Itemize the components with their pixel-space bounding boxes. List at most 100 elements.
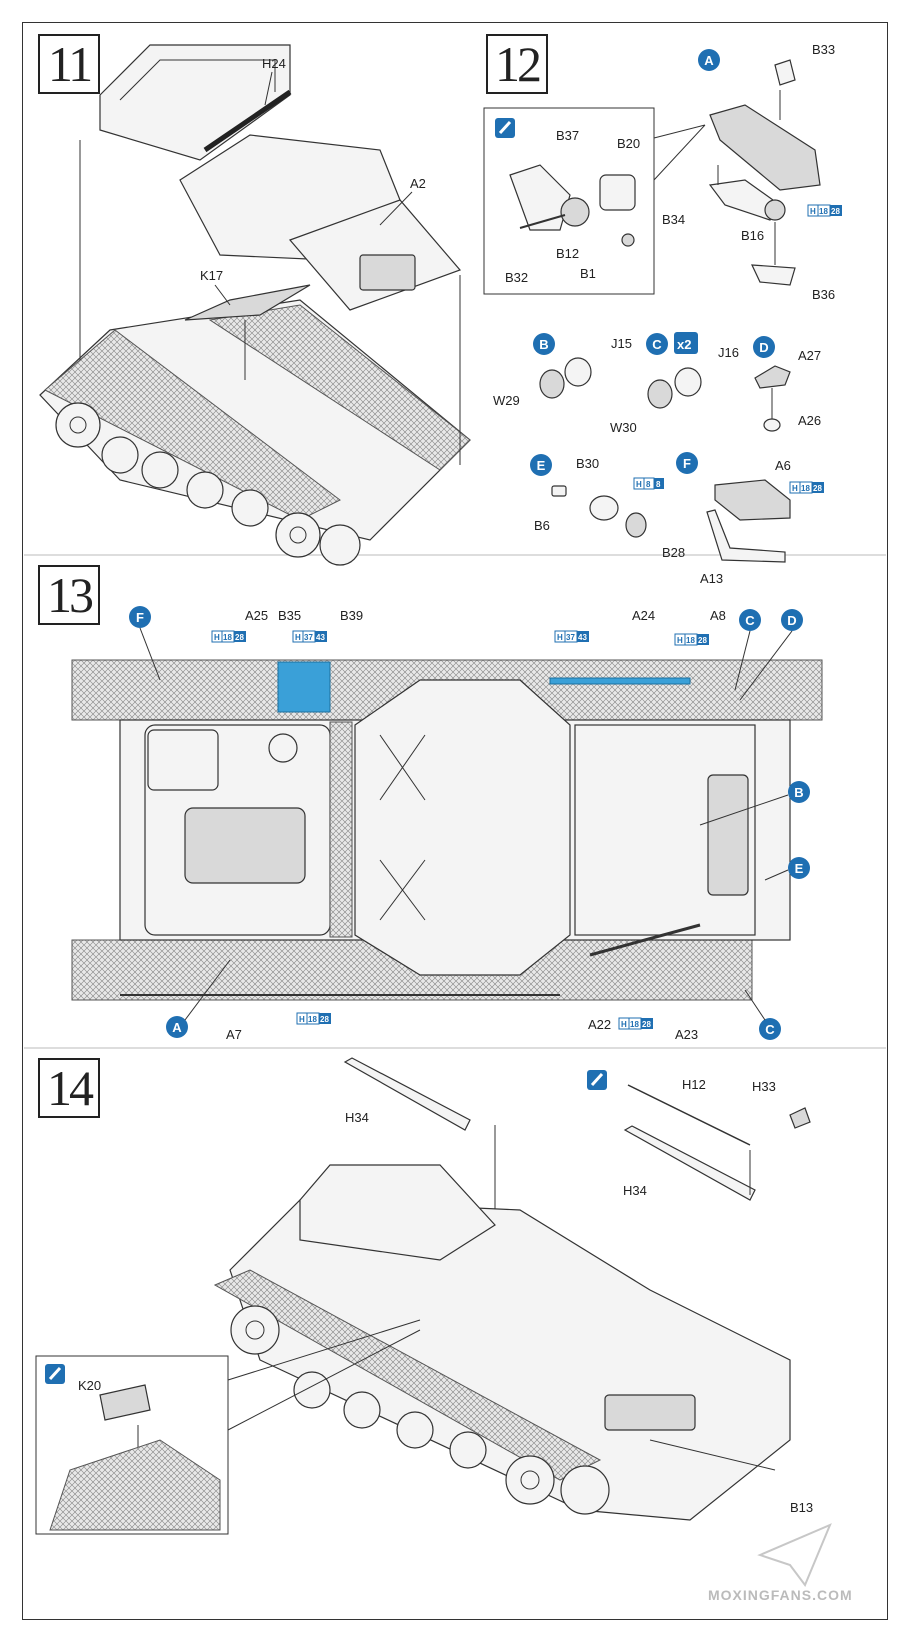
diagram-text: D bbox=[787, 613, 796, 628]
step-14-diagram: H34 H12 H33 H34 K20 B13 bbox=[35, 1057, 813, 1535]
diagram-shape bbox=[654, 478, 664, 489]
diagram-shape bbox=[812, 482, 824, 493]
diagram-text: 8 bbox=[646, 480, 651, 489]
diagram-shape bbox=[69, 416, 87, 434]
diagram-shape bbox=[275, 512, 321, 558]
diagram-shape bbox=[379, 734, 426, 921]
part-b12 bbox=[519, 214, 566, 229]
part-h33 bbox=[789, 1107, 811, 1129]
diagram-text: C bbox=[765, 1022, 775, 1037]
diagram-text: H bbox=[810, 207, 816, 216]
part-b1 bbox=[621, 233, 635, 247]
part-j16 bbox=[674, 367, 702, 397]
label-a24: A24 bbox=[632, 608, 655, 623]
badge-e bbox=[788, 857, 810, 879]
step-11-diagram: H24 A2 K17 bbox=[39, 44, 471, 566]
label-a2: A2 bbox=[410, 176, 426, 191]
label-k17: K17 bbox=[200, 268, 223, 283]
diagram-shape bbox=[577, 631, 589, 642]
diagram-text: 18 bbox=[223, 633, 232, 642]
part-b36 bbox=[751, 264, 796, 286]
label-b6: B6 bbox=[534, 518, 550, 533]
subassembly-f: F A6 A13 H 18 28 bbox=[676, 452, 824, 586]
paint-code-chip: H 18 28 bbox=[674, 633, 709, 646]
diagram-text: H bbox=[636, 480, 642, 489]
diagram-shape bbox=[697, 634, 709, 645]
diagram-shape bbox=[449, 1431, 487, 1469]
diagram-text: 28 bbox=[831, 207, 840, 216]
label-b33: B33 bbox=[812, 42, 835, 57]
diagram-text: 18 bbox=[686, 636, 695, 645]
watermark-text: MOXINGFANS.COM bbox=[708, 1587, 853, 1603]
grille-panel bbox=[329, 721, 353, 938]
label-h34-right: H34 bbox=[623, 1183, 647, 1198]
part-h12 bbox=[627, 1084, 751, 1146]
label-h12: H12 bbox=[682, 1077, 706, 1092]
part-w29 bbox=[539, 369, 565, 399]
subassembly-b: B J15 W29 bbox=[493, 333, 632, 408]
label-b37: B37 bbox=[556, 128, 579, 143]
diagram-shape bbox=[560, 1465, 610, 1515]
subassembly-badge-a bbox=[698, 49, 720, 71]
part-a26 bbox=[763, 418, 781, 432]
paint-code-chip: H 37 43 bbox=[292, 630, 327, 643]
diagram-text: B bbox=[794, 785, 803, 800]
label-b1: B1 bbox=[580, 266, 596, 281]
label-a27: A27 bbox=[798, 348, 821, 363]
diagram-shape bbox=[141, 451, 179, 489]
diagram-shape bbox=[734, 630, 751, 691]
diagram-text: H bbox=[677, 636, 683, 645]
paint-code-chip: H 18 28 bbox=[789, 481, 824, 494]
subassembly-letter-e: E bbox=[537, 458, 546, 473]
subassembly-e: E B30 B6 B28 H 8 8 bbox=[530, 454, 685, 560]
road-wheels bbox=[55, 402, 361, 566]
diagram-text: 18 bbox=[308, 1015, 317, 1024]
paint-code-chip: H 8 8 bbox=[633, 477, 664, 490]
label-b39: B39 bbox=[340, 608, 363, 623]
diagram-text: 28 bbox=[320, 1015, 329, 1024]
diagram-text: 18 bbox=[630, 1020, 639, 1029]
diagram-shape bbox=[343, 1391, 381, 1429]
diagram-shape bbox=[396, 1411, 434, 1449]
step-number-12: 12 bbox=[486, 34, 548, 94]
diagram-text: 37 bbox=[304, 633, 313, 642]
diagram-shape bbox=[757, 1523, 832, 1587]
label-a13: A13 bbox=[700, 571, 723, 586]
diagram-text: H bbox=[214, 633, 220, 642]
label-b36: B36 bbox=[812, 287, 835, 302]
part-b30 bbox=[589, 495, 619, 521]
part-h34-right bbox=[623, 1125, 756, 1201]
diagram-shape bbox=[379, 191, 413, 226]
diagram-shape bbox=[533, 333, 555, 355]
part-b39-highlight bbox=[277, 661, 331, 713]
label-a26: A26 bbox=[798, 413, 821, 428]
diagram-shape bbox=[139, 627, 161, 681]
subassembly-letter-b: B bbox=[539, 337, 548, 352]
label-b16: B16 bbox=[741, 228, 764, 243]
label-b13: B13 bbox=[790, 1500, 813, 1515]
hatch-plate bbox=[359, 254, 416, 291]
diagram-shape bbox=[753, 336, 775, 358]
diagram-shape bbox=[646, 333, 668, 355]
badge-c-lower bbox=[759, 1018, 781, 1040]
diagram-text: 18 bbox=[819, 207, 828, 216]
diagram-shape bbox=[234, 631, 246, 642]
paint-code-chip: H 18 28 bbox=[296, 1012, 331, 1025]
label-a22: A22 bbox=[588, 1017, 611, 1032]
label-a6: A6 bbox=[775, 458, 791, 473]
diagram-shape bbox=[649, 1439, 776, 1471]
engine-hatch bbox=[184, 807, 306, 884]
diagram-shape bbox=[55, 402, 101, 448]
subassembly-letter-d: D bbox=[759, 340, 768, 355]
diagram-shape bbox=[530, 454, 552, 476]
part-k20 bbox=[99, 1384, 151, 1421]
diagram-text: H bbox=[621, 1020, 627, 1029]
right-track-guard bbox=[208, 304, 471, 471]
diagram-text: H bbox=[299, 1015, 305, 1024]
diagram-shape bbox=[744, 989, 766, 1021]
diagram-shape bbox=[231, 489, 269, 527]
part-k17 bbox=[184, 284, 311, 321]
page-frame bbox=[22, 22, 888, 1620]
